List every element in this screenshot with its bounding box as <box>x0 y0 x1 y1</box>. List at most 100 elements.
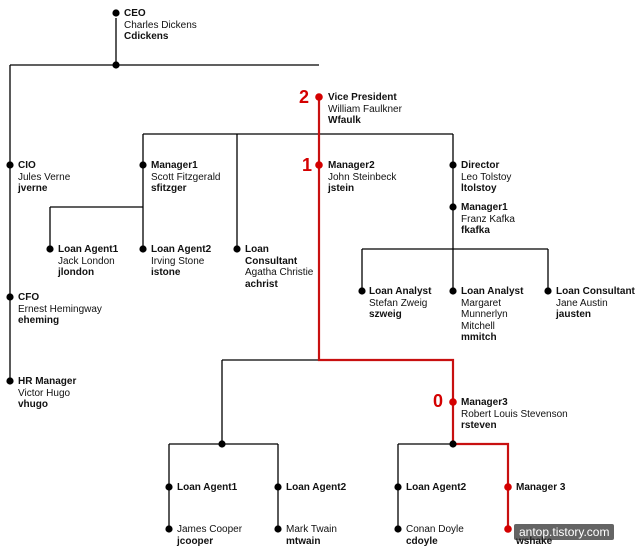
node-name: Ernest Hemingway <box>18 303 102 315</box>
node-dot <box>165 483 173 491</box>
node-manager1-kafka: Manager1 Franz Kafka fkafka <box>461 202 515 237</box>
node-title: Loan Agent2 <box>406 482 467 493</box>
node-name: Conan Doyle <box>406 524 464 535</box>
node-cfo: CFO Ernest Hemingway eheming <box>18 292 102 327</box>
step-marker-0: 0 <box>433 391 444 411</box>
node-name: Victor Hugo <box>18 387 71 399</box>
path-dot <box>504 525 512 533</box>
node-title: CFO <box>18 292 40 303</box>
node-user: jverne <box>18 183 48 194</box>
node-loan-agent2-right: Loan Agent2 <box>406 482 466 494</box>
node-director: Director Leo Tolstoy ltolstoy <box>461 160 511 195</box>
node-name: James Cooper <box>177 524 243 535</box>
node-dot <box>544 287 552 295</box>
node-title: Loan Analyst <box>369 286 432 297</box>
path-dot <box>315 161 323 169</box>
path-dot <box>315 93 323 101</box>
node-name: Irving Stone <box>151 255 205 267</box>
node-dot <box>46 245 54 253</box>
node-title: CEO <box>124 8 146 19</box>
node-dot <box>449 161 457 169</box>
node-title: Manager2 <box>328 160 375 171</box>
node-name: Jane Austin <box>556 297 608 309</box>
node-title: Loan Agent1 <box>177 482 238 493</box>
node-dot <box>6 377 14 385</box>
node-user: ltolstoy <box>461 183 497 194</box>
node-user: fkafka <box>461 225 490 236</box>
node-title: Loan Analyst <box>461 286 524 297</box>
node-vice-president: Vice President William Faulkner Wfaulk <box>328 92 402 127</box>
node-dot <box>6 293 14 301</box>
node-title: Manager1 <box>151 160 198 171</box>
node-name: Jack London <box>58 255 115 267</box>
watermark: antop.tistory.com <box>514 524 615 540</box>
node-user: cdoyle <box>406 535 438 547</box>
node-user: Wfaulk <box>328 115 361 126</box>
node-title: CIO <box>18 160 36 171</box>
node-title: Loan Agent2 <box>151 244 212 255</box>
node-loan-agent1-lower: Loan Agent1 <box>177 482 237 494</box>
node-loan-consultant-christie: Loan Consultant Agatha Christie achrist <box>245 244 313 290</box>
node-user: jlondon <box>58 267 95 278</box>
node-name: Stefan Zweig <box>369 297 428 309</box>
node-title: Loan Consultant <box>556 286 635 297</box>
node-wshake: wshake <box>516 536 552 548</box>
node-title: HR Manager <box>18 376 77 387</box>
node-user: mmitch <box>461 332 497 343</box>
node-name: Scott Fitzgerald <box>151 171 221 183</box>
node-dot <box>6 161 14 169</box>
node-dot <box>112 9 120 17</box>
node-dot <box>139 161 147 169</box>
node-user: vhugo <box>18 399 48 410</box>
node-dots <box>6 9 552 533</box>
node-loan-analyst-mitchell: Loan Analyst Margaret Munnerlyn Mitchell… <box>461 286 523 344</box>
node-loan-analyst-zweig: Loan Analyst Stefan Zweig szweig <box>369 286 431 321</box>
node-name: Robert Louis Stevenson <box>461 408 568 420</box>
node-loan-agent2-lower: Loan Agent2 <box>286 482 346 494</box>
node-title: Loan Agent2 <box>286 482 347 493</box>
node-title: Manager 3 <box>516 482 566 493</box>
node-cio: CIO Jules Verne jverne <box>18 160 70 195</box>
node-name: Agatha Christie <box>245 267 314 278</box>
node-manager-3: Manager 3 <box>516 482 565 494</box>
node-dot <box>394 483 402 491</box>
node-dot <box>358 287 366 295</box>
node-dot <box>449 287 457 295</box>
node-dot <box>449 203 457 211</box>
node-manager3-stevenson: Manager3 Robert Louis Stevenson rsteven <box>461 397 568 432</box>
node-dot <box>218 440 226 448</box>
node-user: sfitzger <box>151 183 187 194</box>
node-user: istone <box>151 267 181 278</box>
node-user: jcooper <box>177 535 214 547</box>
node-dot <box>139 245 147 253</box>
node-dot <box>274 525 282 533</box>
node-name: Mark Twain <box>286 524 337 535</box>
node-user: achrist <box>245 278 278 290</box>
node-name: Charles Dickens <box>124 19 197 31</box>
node-name: Franz Kafka <box>461 213 515 225</box>
node-loan-agent1-london: Loan Agent1 Jack London jlondon <box>58 244 118 279</box>
node-user: mtwain <box>286 535 321 547</box>
node-title: Vice President <box>328 92 397 103</box>
node-name: Leo Tolstoy <box>461 171 512 183</box>
node-dot <box>165 525 173 533</box>
node-user: wshake <box>516 535 553 547</box>
node-dot <box>274 483 282 491</box>
node-user: rsteven <box>461 420 497 431</box>
node-name: John Steinbeck <box>328 171 397 183</box>
node-ceo: CEO Charles Dickens Cdickens <box>124 8 197 43</box>
node-loan-consultant-austin: Loan Consultant Jane Austin jausten <box>556 286 635 321</box>
node-dot <box>112 61 120 69</box>
node-doyle: Conan Doyle cdoyle <box>406 524 464 547</box>
node-manager1-fitzgerald: Manager1 Scott Fitzgerald sfitzger <box>151 160 220 195</box>
node-title: Manager3 <box>461 397 508 408</box>
path-dot <box>449 398 457 406</box>
node-dot <box>233 245 241 253</box>
node-twain: Mark Twain mtwain <box>286 524 337 547</box>
node-title: Director <box>461 160 500 171</box>
step-marker-1: 1 <box>302 155 313 175</box>
node-user: eheming <box>18 315 60 326</box>
node-title: Loan Agent1 <box>58 244 119 255</box>
node-name: Margaret Munnerlyn Mitchell <box>461 297 508 332</box>
